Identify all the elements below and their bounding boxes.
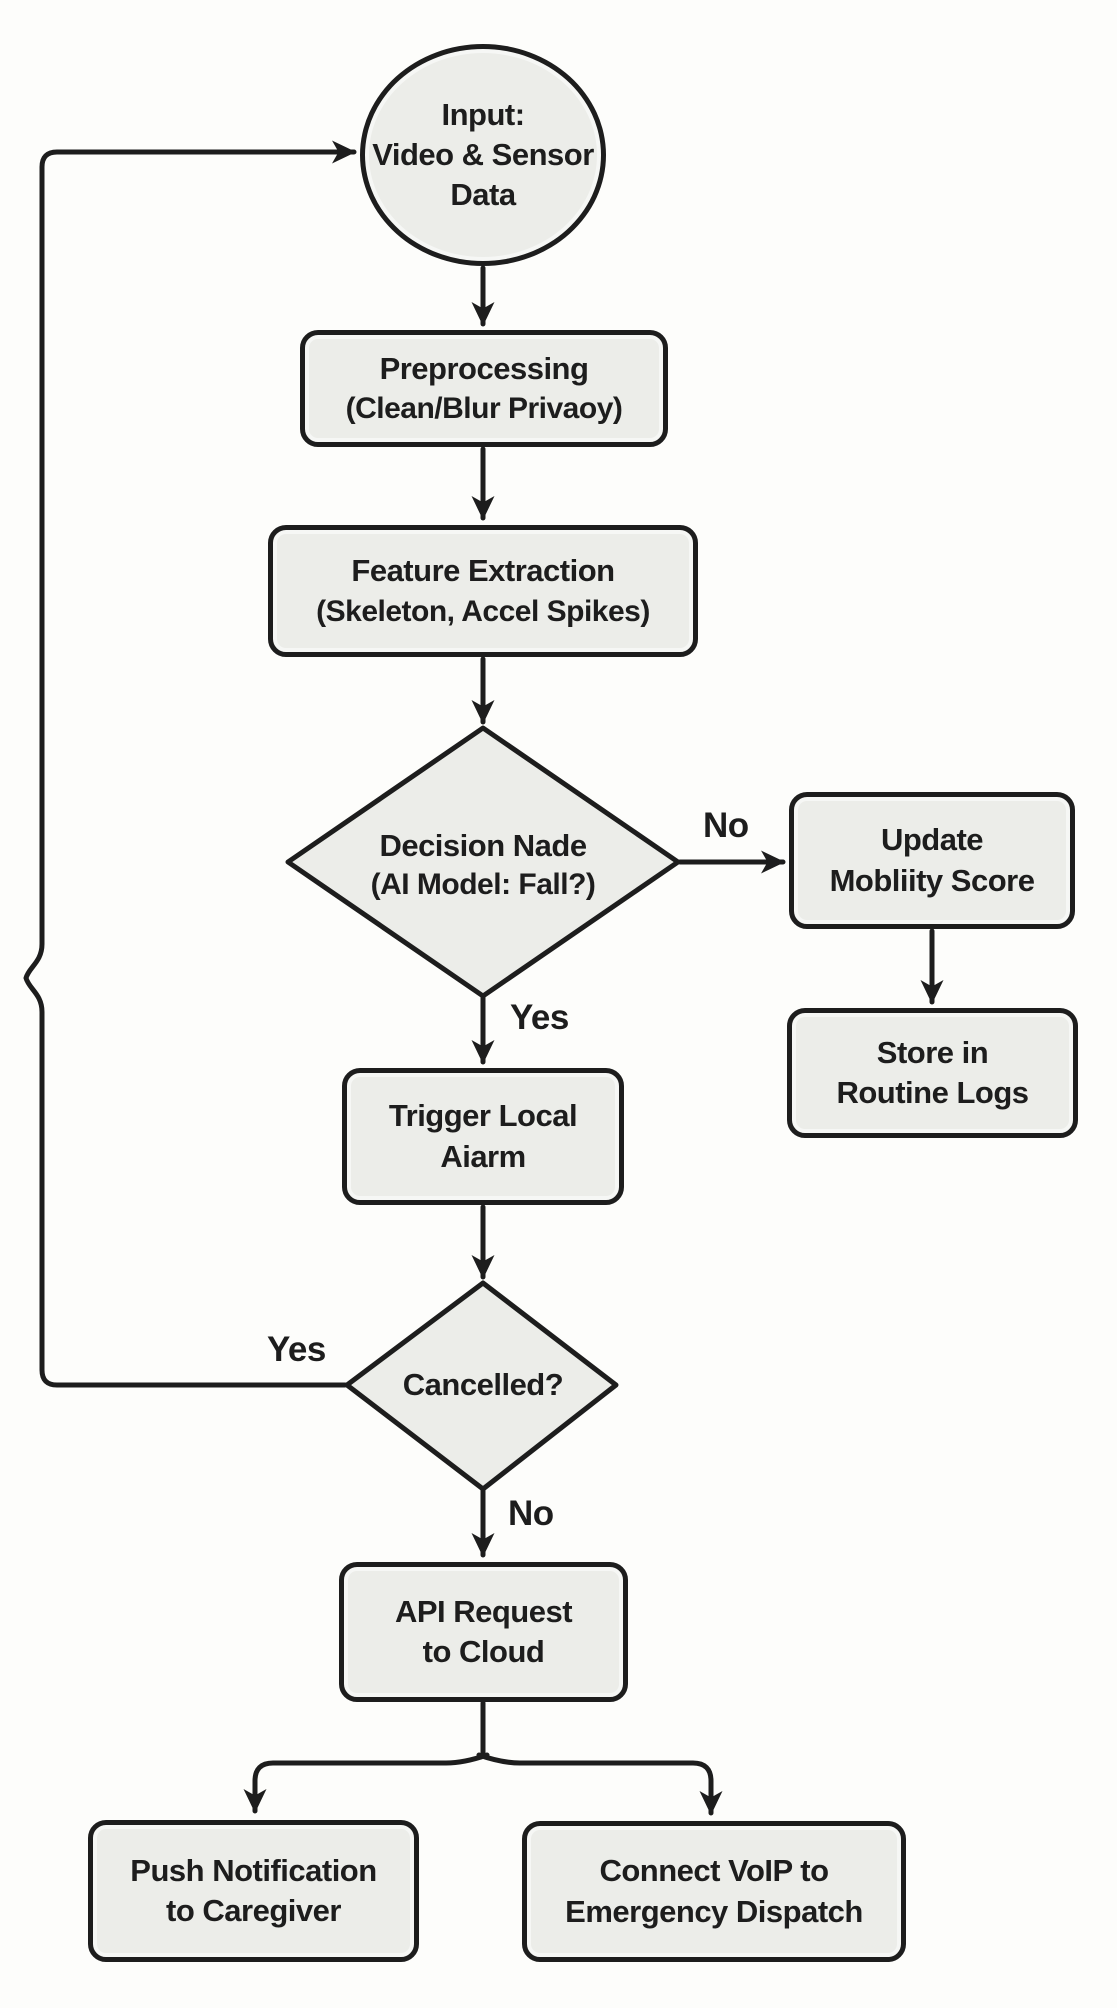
- node-trigger-alarm-line1: Trigger Local: [388, 1098, 578, 1134]
- node-decision: Decision Nade (AI Model: Fall?): [303, 790, 663, 940]
- node-store-logs: Store in Routine Logs: [787, 1008, 1078, 1138]
- node-connect-voip-line1: Connect VoIP to: [599, 1853, 829, 1889]
- edge-cancelled-yes-loop-to-input: [23, 140, 357, 1388]
- label-decision-yes: Yes: [510, 998, 569, 1037]
- node-api-request-line1: API Request: [394, 1593, 573, 1629]
- node-input-line2: Video & Sensor: [372, 136, 594, 172]
- node-update-mobility: Update Mobliity Score: [789, 792, 1075, 929]
- node-update-mobility-line1: Update: [880, 822, 984, 858]
- node-api-request-line2: to Cloud: [422, 1634, 545, 1669]
- label-decision-no: No: [703, 806, 749, 845]
- cancelled-node-shape: [344, 1280, 619, 1492]
- node-cancelled-title: Cancelled?: [402, 1367, 564, 1403]
- edge-split-to-connect-voip: [476, 1752, 723, 1816]
- node-decision-subtitle: (AI Model: Fall?): [370, 867, 596, 901]
- node-cancelled: Cancelled?: [353, 1330, 613, 1440]
- node-feature-extraction-subtitle: (Skeleton, Accel Spikes): [316, 594, 650, 628]
- node-push-notification-line1: Push Notification: [130, 1852, 377, 1888]
- node-preprocessing-subtitle: (Clean/Blur Privaoy): [345, 392, 623, 426]
- node-update-mobility-line2: Mobliity Score: [829, 862, 1035, 898]
- node-feature-extraction: Feature Extraction (Skeleton, Accel Spik…: [268, 525, 698, 657]
- label-cancelled-no: No: [508, 1494, 554, 1533]
- edge-split-to-push-notification: [243, 1752, 490, 1814]
- node-connect-voip-line2: Emergency Dispatch: [565, 1893, 863, 1929]
- node-preprocessing: Preprocessing (Clean/Blur Privaoy): [300, 330, 668, 447]
- node-trigger-alarm-line2: Aiarm: [440, 1138, 526, 1174]
- node-push-notification-line2: to Caregiver: [166, 1893, 341, 1928]
- node-input-line3: Data: [450, 177, 516, 213]
- node-api-request: API Request to Cloud: [339, 1562, 628, 1702]
- node-connect-voip: Connect VoIP to Emergency Dispatch: [522, 1821, 906, 1962]
- node-feature-extraction-title: Feature Extraction: [351, 553, 615, 589]
- node-preprocessing-title: Preprocessing: [379, 350, 589, 386]
- node-input: Input: Video & Sensor Data: [360, 44, 606, 266]
- node-store-logs-line1: Store in: [876, 1034, 989, 1070]
- node-input-line1: Input:: [441, 96, 525, 132]
- node-store-logs-line2: Routine Logs: [836, 1075, 1029, 1110]
- node-trigger-alarm: Trigger Local Aiarm: [342, 1068, 624, 1205]
- decision-node-shape: [285, 725, 681, 999]
- node-push-notification: Push Notification to Caregiver: [88, 1820, 419, 1962]
- label-cancelled-yes: Yes: [267, 1330, 326, 1369]
- node-decision-title: Decision Nade: [379, 827, 587, 863]
